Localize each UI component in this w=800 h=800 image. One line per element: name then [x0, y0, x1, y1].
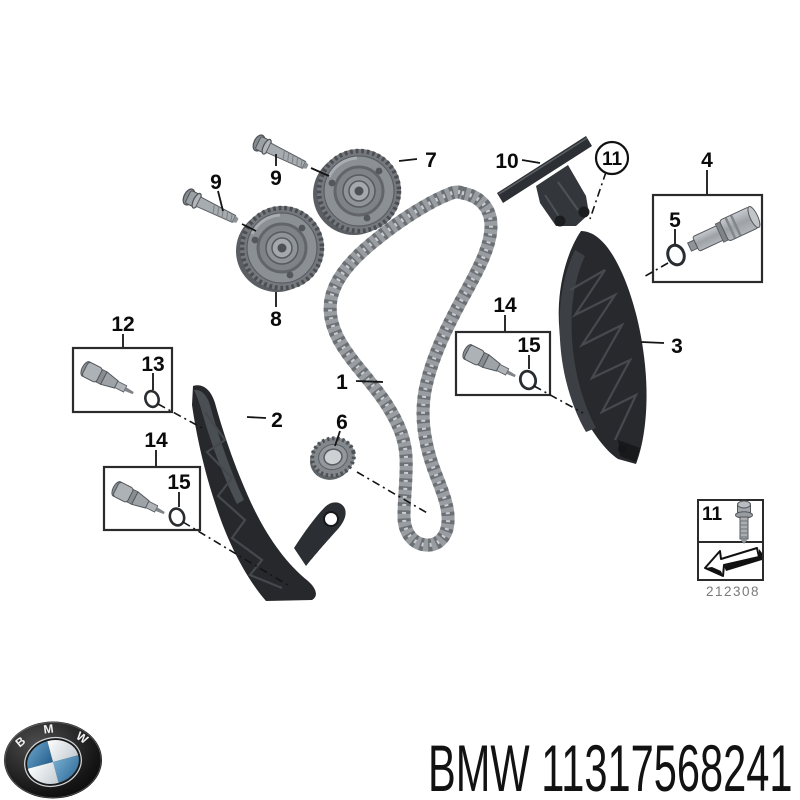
guide-rail-right [558, 231, 647, 464]
drawing-number: 212308 [706, 584, 760, 599]
callout-15-right: 15 [517, 334, 541, 357]
timing-chain [323, 185, 498, 552]
callout-8: 8 [270, 308, 282, 331]
guide-bracket-top [497, 136, 592, 227]
callout-9-lower: 9 [210, 171, 222, 194]
callout-14-left: 14 [144, 429, 168, 452]
callout-5: 5 [669, 209, 681, 232]
tensioner-rail-left [192, 385, 346, 601]
direction-arrow-icon [704, 547, 762, 577]
screw-icon [735, 500, 753, 544]
bmw-roundel-icon: B M W [4, 721, 102, 799]
callout-15-left: 15 [167, 471, 191, 494]
callout-9-upper: 9 [270, 167, 282, 190]
vanos-gear-upper [313, 149, 401, 235]
chain-tensioner [686, 206, 761, 252]
callout-14-right: 14 [493, 294, 517, 317]
group-box-12 [71, 346, 174, 414]
callout-12: 12 [111, 313, 134, 336]
callout-13: 13 [141, 353, 164, 376]
bmw-logo: B M W [2, 720, 104, 800]
leader-lines [122, 154, 708, 507]
callout-6: 6 [336, 411, 348, 434]
callout-2: 2 [271, 409, 283, 432]
legend-callout-11: 11 [702, 504, 723, 525]
part-number-text: BMW 11317568241 [427, 731, 792, 800]
legend-box: 11 [697, 499, 764, 581]
callout-10: 10 [495, 150, 518, 173]
assembly-dash-lines [157, 171, 669, 588]
group-box-4 [651, 193, 764, 284]
crankshaft-sprocket [310, 436, 356, 480]
callout-11-label: 11 [602, 149, 623, 170]
group-box-14-left [102, 465, 202, 532]
callout-4: 4 [701, 149, 713, 172]
vanos-gear-lower [236, 206, 324, 292]
bmw-logo-letter-m: M [43, 721, 55, 736]
callout-1: 1 [336, 371, 348, 394]
callout-7: 7 [425, 149, 437, 172]
callout-3: 3 [671, 335, 683, 358]
timing-chain-diagram: 1 2 3 4 5 6 7 8 9 9 10 12 13 14 15 14 15… [71, 132, 764, 601]
callout-11-circled: 11 [594, 140, 630, 176]
group-box-14-right [454, 330, 552, 397]
